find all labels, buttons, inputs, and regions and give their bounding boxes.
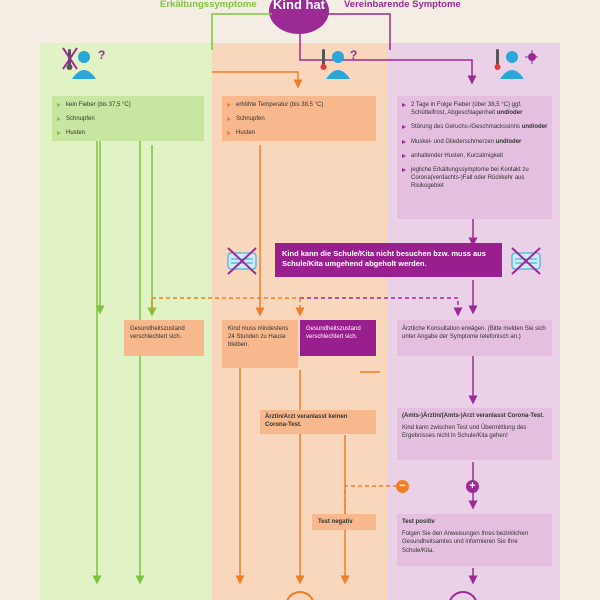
list-item: Schnupfen [56, 115, 200, 123]
svg-text:?: ? [350, 48, 357, 62]
right-heading: Vereinbarende Symptome [344, 0, 461, 10]
test-box-title: (Amts-)Ärztin/(Amts-)Arzt veranlasst Cor… [402, 413, 544, 419]
purple-symptoms-box: 2 Tage in Folge Fieber (über 38,5 °C) gg… [397, 96, 552, 219]
list-item: Husten [56, 129, 200, 137]
symptom-text: Störung des Geruchs-/Geschmackssinns [411, 124, 521, 131]
test-negative-box: Test negativ [312, 514, 376, 530]
svg-text:?: ? [98, 48, 105, 62]
test-positive-title: Test positiv [402, 519, 435, 525]
person-thermometer-virus-icon [494, 49, 538, 79]
person-thermometer-icon: ? [320, 48, 357, 79]
test-box-text: Kind kann zwischen Test und Übermittlung… [402, 425, 527, 440]
green-worse-box: Gesundheitszustand verschlechtert sich. [124, 320, 204, 356]
conjunction: und/oder [495, 138, 522, 145]
test-positive-box: Test positiv Folgen Sie den Anweisungen … [397, 514, 552, 566]
orange-symptoms-box: erhöhte Temperatur (bis 38,5 °C) Schnupf… [222, 96, 376, 141]
list-item: kein Fieber (bis 37,5 °C) [56, 101, 200, 109]
symptom-text: anhaltender Husten, Kurzatmigkeit [411, 152, 504, 159]
mask-crossed-icon [227, 247, 257, 275]
no-test-box: Ärztin/Arzt veranlasst keinen Corona-Tes… [260, 410, 376, 434]
list-item: jegliche Erkältungssymptome bei Kontakt … [401, 166, 548, 191]
list-item: Muskel- und Gliederschmerzen und/oder [401, 138, 548, 146]
test-positive-text: Folgen Sie den Anweisungen Ihres bezirkl… [402, 531, 529, 554]
conjunction: und/oder [496, 110, 523, 117]
symptom-text: Muskel- und Gliederschmerzen [411, 138, 495, 145]
consult-box: Ärztliche Konsultation erwägen. (Bitte m… [397, 320, 552, 356]
list-item: Husten [226, 129, 372, 137]
stay-home-box: Kind muss mindestens 24 Stunden zu Hause… [222, 320, 298, 368]
symptom-text: 2 Tage in Folge Fieber (über 38,5 °C) gg… [411, 102, 522, 117]
orange-worse-box: Gesundheitszustand verschlechtert sich. [300, 320, 376, 356]
list-item: Störung des Geruchs-/Geschmackssinns und… [401, 123, 548, 131]
conjunction: und/oder [521, 124, 548, 131]
left-heading: Erkältungssymptome [160, 0, 257, 10]
list-item: 2 Tage in Folge Fieber (über 38,5 °C) gg… [401, 101, 548, 117]
person-crossed-thermometer-icon: ? [62, 47, 105, 79]
minus-icon: − [396, 480, 409, 493]
not-attend-banner: Kind kann die Schule/Kita nicht besuchen… [275, 243, 502, 277]
list-item: erhöhte Temperatur (bis 38,5 °C) [226, 101, 372, 109]
mask-crossed-icon [511, 247, 541, 275]
list-item: anhaltender Husten, Kurzatmigkeit [401, 152, 548, 160]
symptom-text: jegliche Erkältungssymptome bei Kontakt … [411, 167, 529, 190]
test-box: (Amts-)Ärztin/(Amts-)Arzt veranlasst Cor… [397, 408, 552, 460]
plus-icon: + [466, 480, 479, 493]
green-symptoms-box: kein Fieber (bis 37,5 °C) Schnupfen Hust… [52, 96, 204, 141]
list-item: Schnupfen [226, 115, 372, 123]
